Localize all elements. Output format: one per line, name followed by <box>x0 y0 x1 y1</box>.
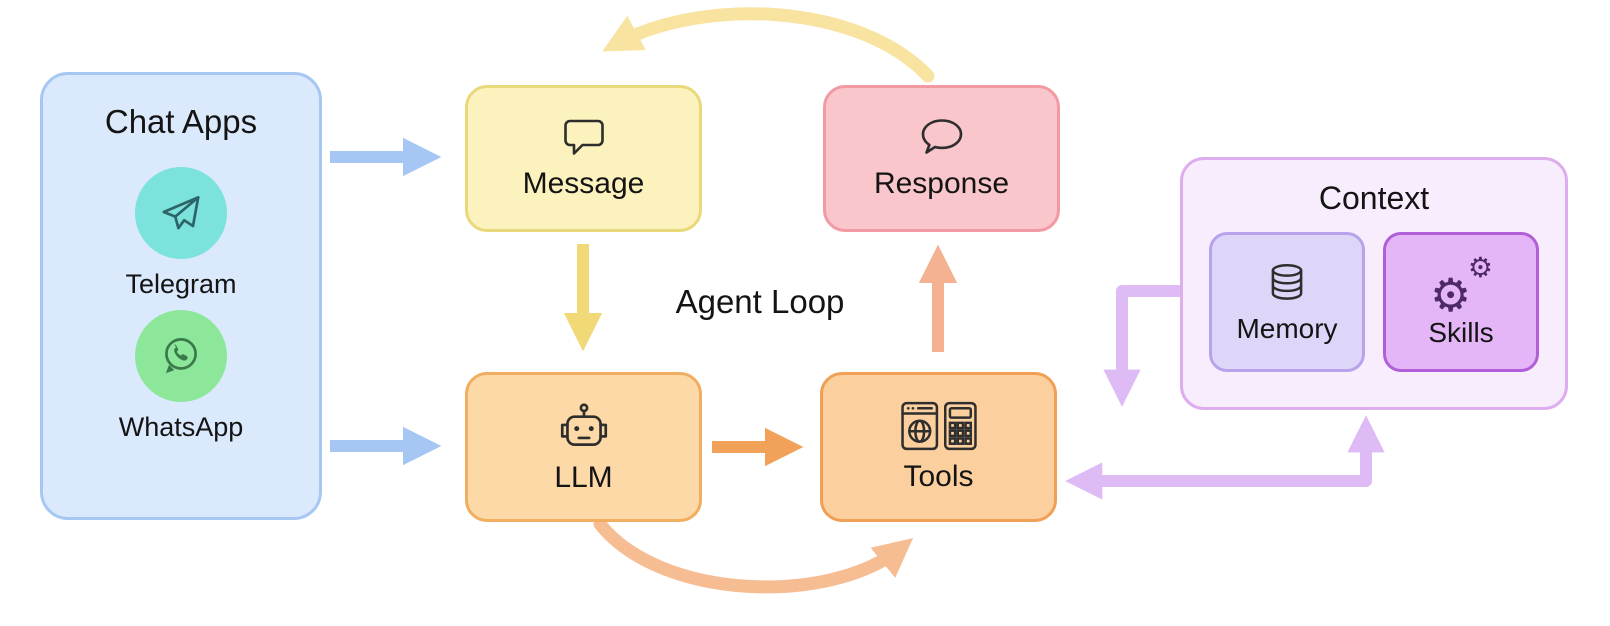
speech-bubble-square-icon <box>561 116 607 158</box>
gear-large-icon: ⚙ <box>1430 268 1472 321</box>
telegram-label: Telegram <box>125 269 237 299</box>
context-panel: Context Memory ⚙ <box>1180 157 1568 410</box>
chat-app-whatsapp: WhatsApp <box>118 310 244 443</box>
tools-label: Tools <box>903 459 974 493</box>
chat-apps-panel: Chat Apps Telegram WhatsAp <box>40 72 322 520</box>
context-items: Memory ⚙ ⚙ Skills <box>1209 232 1539 372</box>
memory-box: Memory <box>1209 232 1365 372</box>
memory-label: Memory <box>1236 312 1338 344</box>
arrow-context-to-tools <box>1103 285 1180 407</box>
browser-calculator-icon <box>900 401 978 451</box>
gear-small-icon: ⚙ <box>1467 251 1493 283</box>
whatsapp-icon <box>135 310 227 402</box>
context-title: Context <box>1318 180 1430 216</box>
speech-bubble-round-icon <box>919 116 965 158</box>
llm-label: LLM <box>554 460 613 494</box>
llm-node: LLM <box>465 372 702 522</box>
agent-loop-title: Agent Loop <box>675 283 845 320</box>
arrow-tools-context-link <box>1065 415 1385 500</box>
message-label: Message <box>522 167 645 200</box>
gears-icon: ⚙ ⚙ <box>1429 251 1493 318</box>
arrow-llm-to-tools-loop <box>593 517 914 594</box>
database-icon <box>1263 260 1311 308</box>
whatsapp-label: WhatsApp <box>118 412 244 442</box>
response-label: Response <box>873 167 1010 200</box>
skills-label: Skills <box>1428 316 1494 348</box>
message-node: Message <box>465 85 702 232</box>
arrow-response-to-message-loop <box>602 7 935 83</box>
skills-box: ⚙ ⚙ Skills <box>1383 232 1539 372</box>
chat-apps-title: Chat Apps <box>104 103 258 140</box>
telegram-icon <box>134 167 227 259</box>
chat-app-telegram: Telegram <box>125 167 237 300</box>
tools-node: Tools <box>820 372 1057 522</box>
response-node: Response <box>823 85 1060 232</box>
robot-icon <box>555 400 613 452</box>
